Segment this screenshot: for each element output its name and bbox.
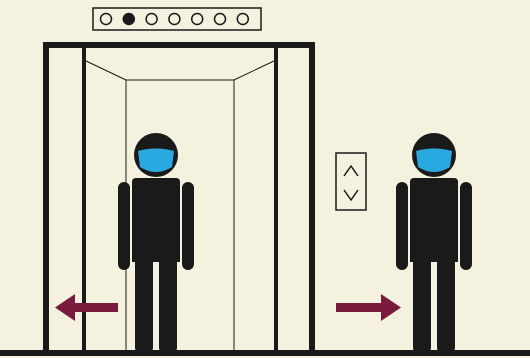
floor-lights	[101, 14, 249, 25]
floor-light-active	[123, 14, 134, 25]
call-panel-frame	[336, 153, 366, 210]
floor-light	[146, 14, 157, 25]
face-mask-icon	[138, 149, 174, 173]
arrow-right-icon	[336, 294, 401, 321]
floor-indicator	[93, 8, 261, 30]
floor-light	[169, 14, 180, 25]
elevator-call-panel	[336, 153, 366, 210]
up-chevron-icon	[344, 166, 358, 176]
person-icon	[118, 133, 194, 352]
floor-light	[192, 14, 203, 25]
down-chevron-icon	[344, 190, 358, 200]
floor-light	[101, 14, 112, 25]
person-in-elevator	[118, 133, 194, 352]
person-waiting	[396, 133, 472, 352]
floor-light	[237, 14, 248, 25]
floor-indicator-frame	[93, 8, 261, 30]
arrow-left-icon	[55, 294, 118, 321]
person-icon	[396, 133, 472, 352]
floor-light	[215, 14, 226, 25]
face-mask-icon	[416, 149, 452, 173]
